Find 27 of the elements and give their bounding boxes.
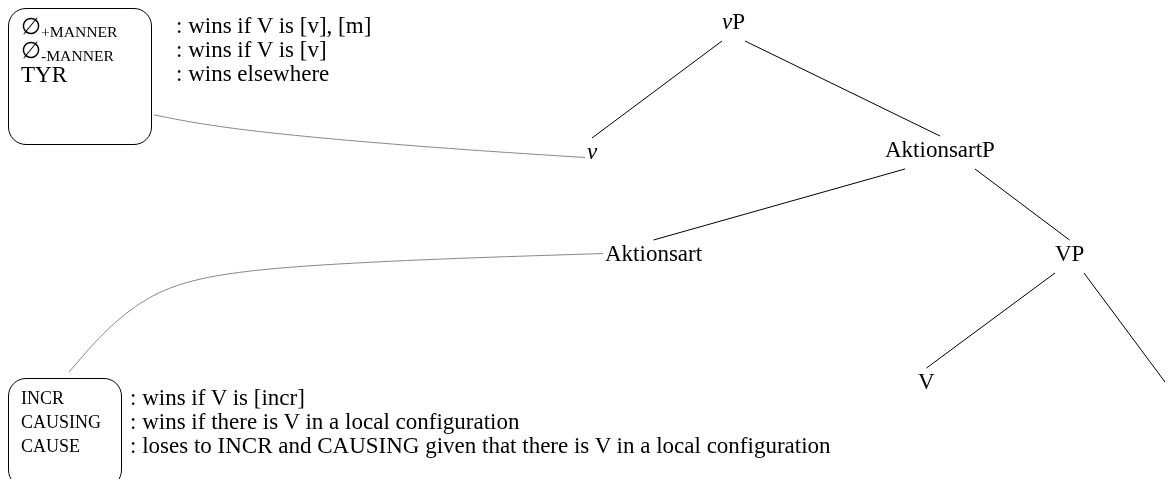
ranking-note: : wins if V is [incr] <box>130 386 305 409</box>
ranking-note: : wins if there is V in a local configuration <box>130 410 520 433</box>
constraint-name: INCR <box>21 389 64 407</box>
tree-branch <box>591 40 723 139</box>
constraint-box <box>8 8 152 145</box>
constraint-name: CAUSING <box>21 413 101 431</box>
association-curve <box>153 114 586 158</box>
ranking-note: : wins if V is [v] <box>176 38 327 61</box>
ranking-note: : loses to INCR and CAUSING given that there is V in a local configuration <box>130 434 831 457</box>
tree-label: VP <box>1055 242 1085 265</box>
ranking-note: : wins if V is [v], [m] <box>176 14 372 37</box>
tree-branch <box>974 168 1070 241</box>
constraint-name: ∅$_{+MANNER}$ <box>21 15 118 40</box>
ranking-note: : wins elsewhere <box>176 62 330 85</box>
tree-label: vP <box>722 10 745 33</box>
association-curve <box>68 253 604 373</box>
constraint-name: ∅$_{-MANNER}$ <box>21 39 114 64</box>
tree-label: V <box>918 370 935 393</box>
tree-branch <box>653 168 906 241</box>
tree-branch <box>926 272 1056 369</box>
tree-label: AktionsartP <box>885 138 995 161</box>
tree-label: v <box>587 140 598 163</box>
constraint-name: TYR <box>21 63 67 86</box>
tree-branch <box>1083 272 1166 383</box>
tree-branch <box>744 40 941 137</box>
constraint-name: CAUSE <box>21 437 80 455</box>
tree-label: Aktionsart <box>605 242 703 265</box>
